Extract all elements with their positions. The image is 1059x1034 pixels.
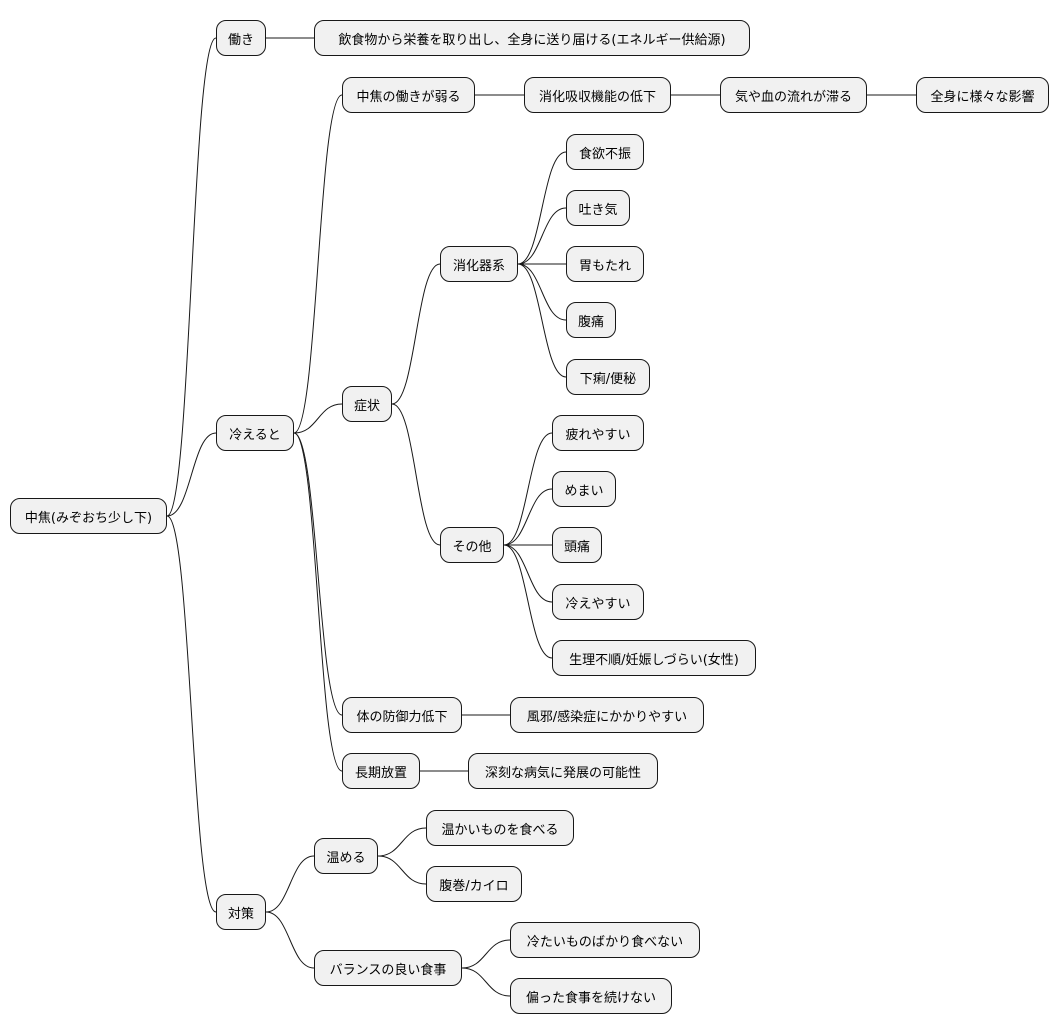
node-memai: めまい (552, 471, 616, 507)
node-sonota: その他 (440, 527, 504, 563)
node-seiri-fujun: 生理不順/妊娠しづらい(女性) (552, 640, 756, 676)
node-bogyoryoku: 体の防御力低下 (342, 697, 462, 733)
node-atatameru: 温める (314, 838, 378, 874)
edge-node-hataraki (166, 37, 217, 517)
node-shokakikei: 消化器系 (440, 246, 518, 282)
node-imotare: 胃もたれ (566, 246, 644, 282)
edge-node-tsukareyasui (503, 432, 553, 546)
node-chusho-yowaru: 中焦の働きが弱る (342, 77, 475, 113)
node-shojo: 症状 (342, 386, 392, 422)
node-choki-hochi: 長期放置 (342, 753, 420, 789)
node-balance: バランスの良い食事 (314, 950, 462, 986)
node-taisaku: 対策 (216, 894, 266, 930)
edge-node-hakike (517, 207, 567, 265)
edge-node-hieyasui (503, 544, 553, 603)
node-tsukareyasui: 疲れやすい (552, 415, 644, 451)
edge-node-katayotta (461, 967, 511, 997)
edge-node-choki-hochi (293, 432, 343, 772)
node-haramaki: 腹巻/カイロ (426, 866, 522, 902)
edge-node-memai (503, 488, 553, 546)
edge-node-taisaku (166, 515, 217, 913)
edge-node-haramaki (377, 855, 427, 885)
node-kaze: 風邪/感染症にかかりやすい (510, 697, 704, 733)
edge-node-shokuyoku-fushin (517, 151, 567, 265)
node-shokuyoku-fushin: 食欲不振 (566, 134, 644, 170)
edge-node-sonota (391, 403, 441, 546)
node-zenshin-eikyo: 全身に様々な影響 (916, 77, 1049, 113)
edge-node-balance (265, 911, 315, 969)
node-ki-ketsu: 気や血の流れが滞る (720, 77, 867, 113)
node-zutsu: 頭痛 (552, 527, 602, 563)
edge-node-hieruto (166, 432, 217, 517)
node-atatakai-mono: 温かいものを食べる (426, 810, 574, 846)
node-tsumetai: 冷たいものばかり食べない (510, 922, 700, 958)
node-root: 中焦(みぞおち少し下) (10, 498, 167, 534)
node-hieruto: 冷えると (216, 415, 294, 451)
edge-node-atatameru (265, 855, 315, 913)
edge-node-bogyoryoku (293, 432, 343, 716)
edge-node-shokakikei (391, 263, 441, 405)
node-hataraki-desc: 飲食物から栄養を取り出し、全身に送り届ける(エネルギー供給源) (314, 20, 750, 56)
edge-node-shojo (293, 403, 343, 434)
node-hakike: 吐き気 (566, 190, 630, 226)
node-hieyasui: 冷えやすい (552, 584, 644, 620)
node-fukutsu: 腹痛 (566, 302, 616, 338)
edge-node-fukutsu (517, 263, 567, 321)
node-shoka-teika: 消化吸収機能の低下 (524, 77, 671, 113)
edge-node-chusho-yowaru (293, 94, 343, 434)
node-hataraki: 働き (216, 20, 266, 56)
node-katayotta: 偏った食事を続けない (510, 978, 672, 1014)
edge-node-atatakai-mono (377, 827, 427, 857)
node-shinkoku: 深刻な病気に発展の可能性 (468, 753, 658, 789)
edge-node-tsumetai (461, 939, 511, 969)
edge-node-geri-benpi (517, 263, 567, 378)
node-geri-benpi: 下痢/便秘 (566, 359, 650, 395)
edge-node-seiri-fujun (503, 544, 553, 659)
